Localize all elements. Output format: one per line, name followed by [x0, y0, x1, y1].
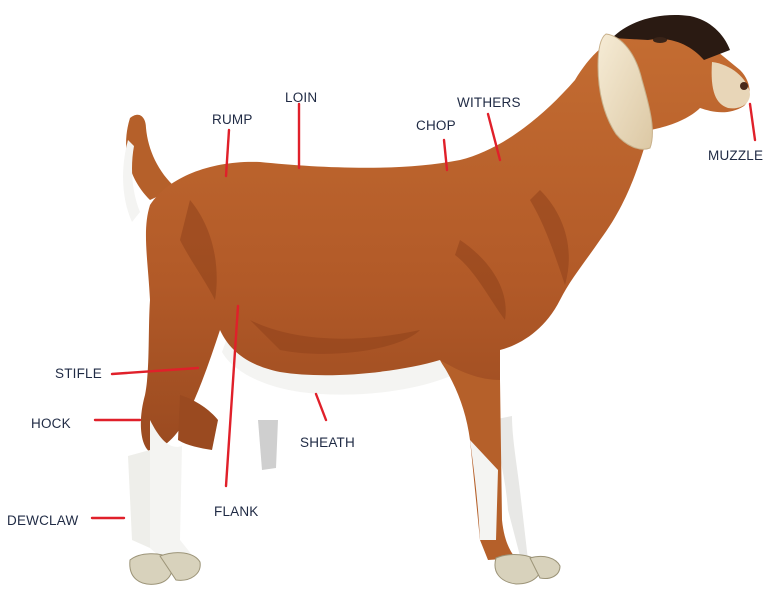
label-dewclaw: DEWCLAW: [7, 513, 78, 528]
label-rump: RUMP: [212, 112, 253, 127]
label-sheath: SHEATH: [300, 435, 355, 450]
leader-muzzle: [750, 104, 755, 140]
label-chop: CHOP: [416, 118, 456, 133]
label-withers: WITHERS: [457, 95, 521, 110]
label-loin: LOIN: [285, 90, 317, 105]
label-stifle: STIFLE: [55, 366, 102, 381]
leader-sheath: [316, 394, 326, 420]
label-muzzle: MUZZLE: [708, 148, 763, 163]
eye: [653, 37, 667, 43]
label-flank: FLANK: [214, 504, 259, 519]
label-hock: HOCK: [31, 416, 71, 431]
